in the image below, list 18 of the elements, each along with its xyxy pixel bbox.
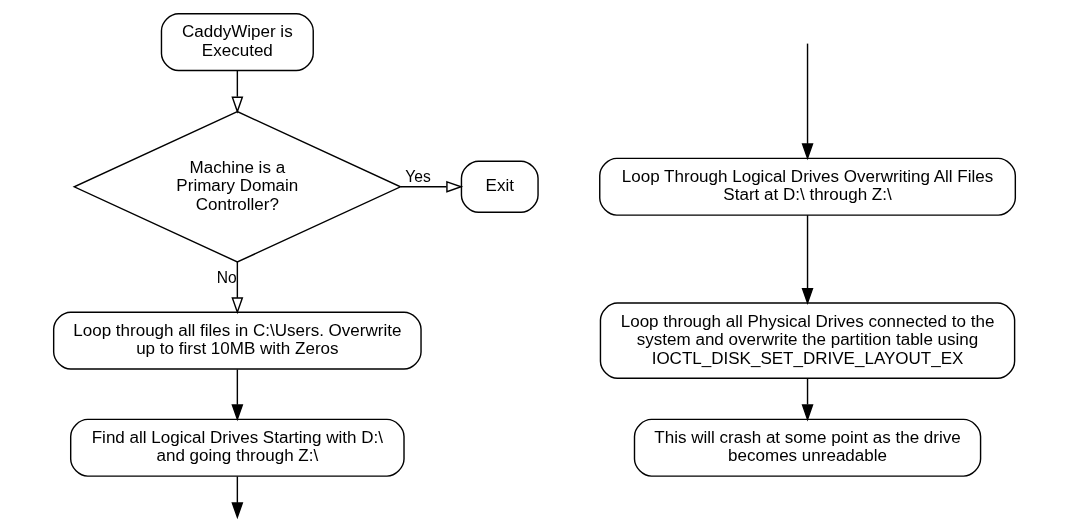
node-box: Loop through all files in C:\Users. Overwrite up to first 10MB with Zeros xyxy=(52,311,422,370)
edge-label: Yes xyxy=(404,168,431,186)
node-box: This will crash at some point as the drive becomes unreadable xyxy=(633,418,981,477)
node-box: Loop through all Physical Drives connected to the system and overwrite the partition table using IOCTL_DISK_SET_DRIVE_LAYOUT_EX xyxy=(599,302,1015,379)
node-box: Loop Through Logical Drives Overwriting All Files Start at D:\ through Z:\ xyxy=(598,157,1016,216)
arrow xyxy=(801,42,813,161)
node-box: CaddyWiper is Executed xyxy=(160,13,314,72)
arrow xyxy=(399,180,463,193)
edge-label: No xyxy=(216,268,237,286)
arrow xyxy=(230,368,243,422)
arrow xyxy=(230,261,243,315)
arrow xyxy=(801,214,813,305)
arrow xyxy=(230,70,243,114)
node-box: Exit xyxy=(460,160,539,213)
arrow xyxy=(801,377,813,422)
arrow xyxy=(230,475,243,520)
node-box: Find all Logical Drives Starting with D:\ and going through Z:\ xyxy=(69,418,405,477)
node-diamond: Machine is a Primary Domain Controller? xyxy=(72,110,402,263)
